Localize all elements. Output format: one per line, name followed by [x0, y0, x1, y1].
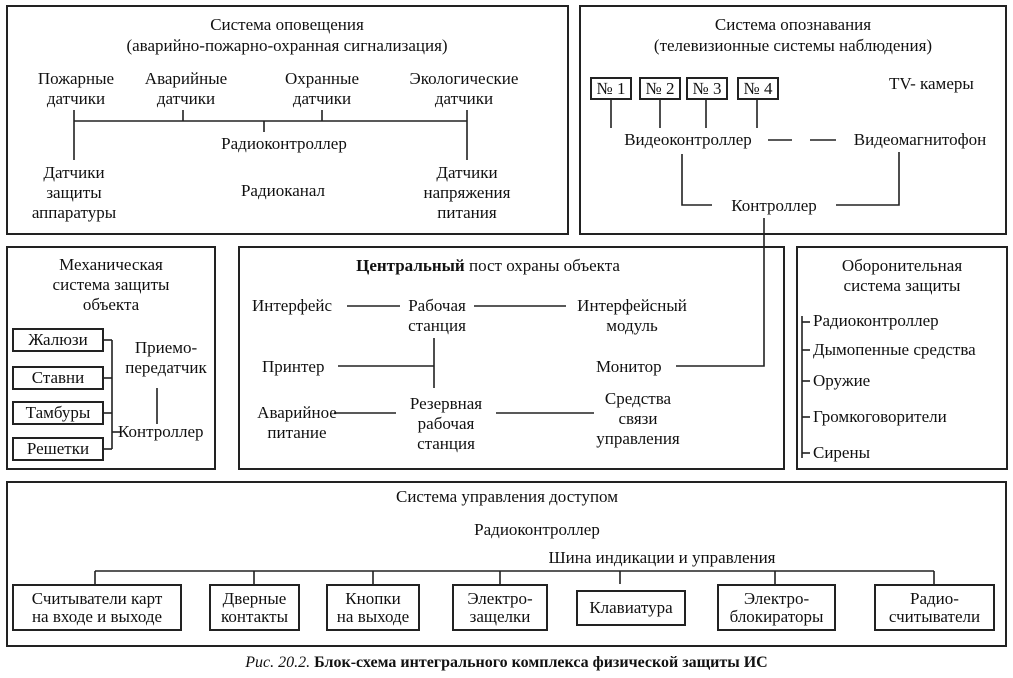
tv-cameras-label: TV- камеры — [889, 74, 974, 93]
notification-radiocontroller-label: Радиоконтроллер — [221, 134, 347, 153]
tv-camera-2: № 2 — [639, 77, 681, 100]
grilles-box: Решетки — [12, 437, 104, 461]
central-post-box — [238, 246, 785, 470]
blinds-box: Жалюзи — [12, 328, 104, 352]
identification-controller-label: Контроллер — [731, 196, 817, 215]
tv-camera-1: № 1 — [590, 77, 632, 100]
radiochannel-label: Радиоканал — [240, 181, 326, 200]
defense-item-loudspeakers: Громкоговорители — [813, 407, 947, 426]
access-control-box — [6, 481, 1007, 647]
electric-latches-box: Электро-защелки — [452, 584, 548, 631]
transceiver-label: Приемо-передатчик — [125, 338, 207, 377]
notification-subtitle: (аварийно-пожарно-охранная сигнализация) — [126, 36, 448, 55]
keyboard-box: Клавиатура — [576, 590, 686, 626]
vestibules-box: Тамбуры — [12, 401, 104, 425]
defense-system-box — [796, 246, 1008, 470]
central-title: Центральный пост охраны объекта — [356, 256, 620, 275]
radio-readers-box: Радио-считыватели — [874, 584, 995, 631]
electric-blockers-box: Электро-блокираторы — [717, 584, 836, 631]
bus-label: Шина индикации и управления — [548, 548, 776, 567]
monitor-label: Монитор — [596, 357, 662, 376]
printer-label: Принтер — [262, 357, 325, 376]
identification-system-box — [579, 5, 1007, 235]
videocontroller-label: Видеоконтроллер — [624, 130, 752, 149]
shutters-box: Ставни — [12, 366, 104, 390]
tv-camera-3: № 3 — [686, 77, 728, 100]
identification-title: Система опознавания — [714, 15, 872, 34]
vcr-label: Видеомагнитофон — [853, 130, 987, 149]
defense-item-weapons: Оружие — [813, 371, 871, 390]
defense-item-smoke-foam: Дымопенные средства — [813, 340, 976, 359]
figure-caption: Рис. 20.2. Блок-схема интегрального комп… — [245, 654, 768, 671]
mechanical-controller-label: Контроллер — [118, 422, 204, 441]
mechanical-system-box — [6, 246, 216, 470]
defense-item-radiocontroller: Радиоконтроллер — [813, 311, 939, 330]
access-radiocontroller-label: Радиоконтроллер — [474, 520, 600, 539]
defense-item-sirens: Сирены — [813, 443, 871, 462]
interface-label: Интерфейс — [252, 296, 333, 315]
access-title: Система управления доступом — [396, 487, 618, 506]
notification-system-box — [6, 5, 569, 235]
tv-camera-4: № 4 — [737, 77, 779, 100]
notification-title: Система оповещения — [210, 15, 364, 34]
identification-subtitle: (телевизионные системы наблюдения) — [653, 36, 933, 55]
